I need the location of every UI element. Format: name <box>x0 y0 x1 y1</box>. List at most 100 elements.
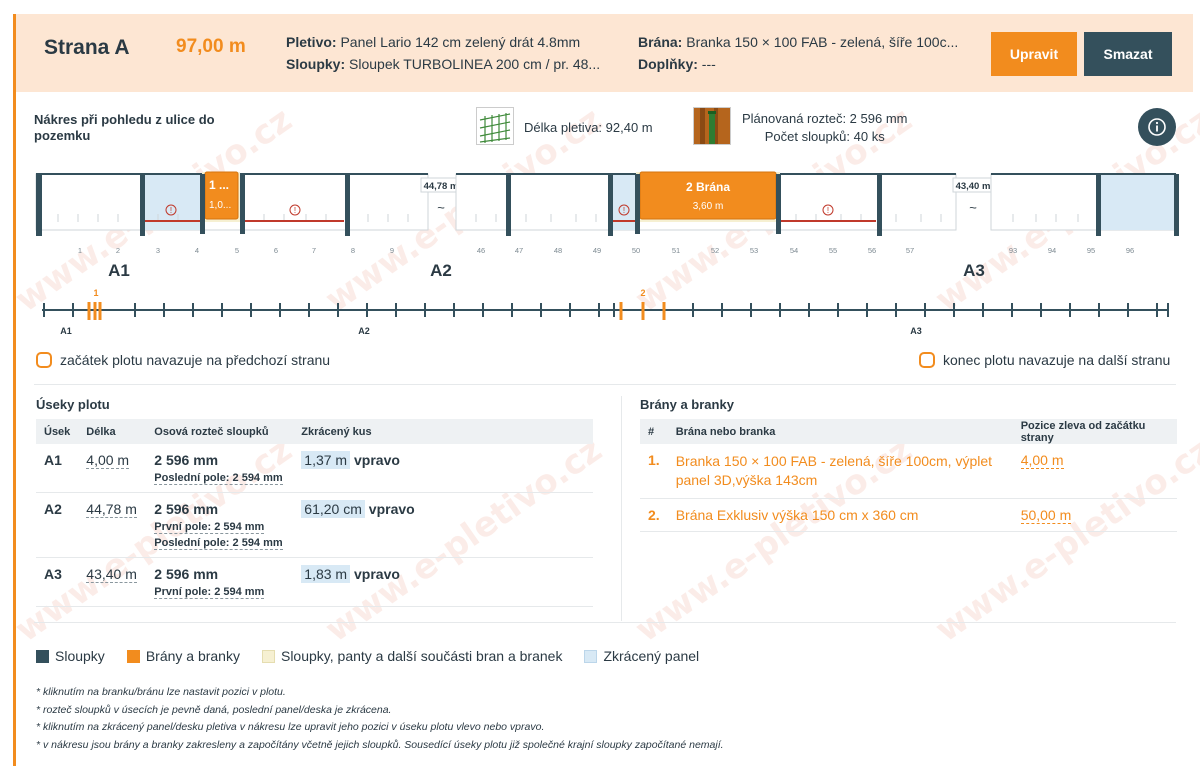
table-row: A2 44,78 m 2 596 mm První pole: 2 594 mm… <box>36 492 593 558</box>
legend-label: Sloupky, panty a další součásti bran a b… <box>280 648 563 664</box>
checkbox-box[interactable] <box>919 352 935 368</box>
mesh-value: Panel Lario 142 cm zelený drát 4.8mm <box>340 34 581 50</box>
warning-mark: ! <box>294 206 296 215</box>
legend-swatch <box>126 649 140 663</box>
section-length[interactable]: 4,00 m <box>86 452 130 469</box>
gate-position[interactable]: 50,00 m <box>1020 507 1072 524</box>
mesh-thumbnail <box>476 107 514 145</box>
post-number: 3 <box>156 246 160 255</box>
post-thumbnail <box>693 107 731 145</box>
col-header: Úsek <box>36 419 79 444</box>
sections-title: Úseky plotu <box>36 397 110 412</box>
material-info: Pletivo: Panel Lario 142 cm zelený drát … <box>286 31 600 75</box>
warning-icon[interactable] <box>289 204 301 216</box>
legend: Sloupky Brány a branky Sloupky, panty a … <box>36 648 699 664</box>
legend-label: Sloupky <box>55 648 105 664</box>
section-spacing: 2 596 mm <box>154 501 219 517</box>
section-spacing: 2 596 mm <box>154 566 219 582</box>
break-1-symbol: ~ <box>437 200 445 215</box>
gate-name[interactable]: Branka 150 × 100 FAB - zelená, šíře 100c… <box>667 444 1013 499</box>
warning-icon[interactable] <box>165 204 177 216</box>
gate-name[interactable]: Brána Exklusiv výška 150 cm x 360 cm <box>667 498 1013 532</box>
fence-section-a1: ! ! 1 ... 1,0... <box>35 171 429 236</box>
posts <box>36 174 350 236</box>
field-note[interactable]: První pole: 2 594 mm <box>154 521 265 534</box>
divider <box>34 384 1176 385</box>
col-header: # <box>640 419 668 444</box>
cut-length[interactable]: 1,37 m <box>301 451 351 469</box>
start-connects-checkbox[interactable]: začátek plotu navazuje na předchozí stra… <box>36 352 330 368</box>
section-id: A2 <box>36 492 79 558</box>
post-icon <box>694 108 730 144</box>
legend-swatch <box>36 649 49 663</box>
field-note[interactable]: První pole: 2 594 mm <box>154 586 265 599</box>
mesh-label: Pletivo: <box>286 34 337 50</box>
gate-name-line: Branka 150 × 100 FAB - zelená, šíře 100c… <box>675 453 993 469</box>
post-number: 48 <box>554 246 562 255</box>
gate-label: Brána: <box>638 34 683 50</box>
post-number: 5 <box>235 246 239 255</box>
end-connects-checkbox[interactable]: konec plotu navazuje na další stranu <box>919 352 1170 368</box>
extras-value: --- <box>701 56 716 72</box>
field-note[interactable]: Poslední pole: 2 594 mm <box>154 537 283 550</box>
gate-name-line: Brána Exklusiv výška 150 cm x 360 cm <box>675 507 919 523</box>
warning-mark: ! <box>827 206 829 215</box>
col-header: Brána nebo branka <box>667 419 1013 444</box>
info-button[interactable] <box>1138 108 1176 146</box>
checkbox-box[interactable] <box>36 352 52 368</box>
post-number: 95 <box>1087 246 1095 255</box>
gate-number: 2. <box>640 498 668 532</box>
post-number: 4 <box>195 246 199 255</box>
drawing-title: Nákres při pohledu z ulice do pozemku <box>34 112 215 144</box>
post-number: 94 <box>1048 246 1056 255</box>
posts-value: Sloupek TURBOLINEA 200 cm / pr. 48... <box>349 56 601 72</box>
section-spacing: 2 596 mm <box>154 452 219 468</box>
warning-icon[interactable] <box>822 204 834 216</box>
post-number: 96 <box>1126 246 1134 255</box>
fence-section-a3 <box>990 173 1179 236</box>
post-stats: Plánovaná rozteč: 2 596 mm Počet sloupků… <box>742 110 907 146</box>
footnote: * v nákresu jsou brány a branky zakresle… <box>36 738 724 751</box>
legend-label: Brány a branky <box>145 648 240 664</box>
edit-button[interactable]: Upravit <box>991 32 1077 76</box>
section-id: A3 <box>36 557 79 607</box>
post-number: 56 <box>868 246 876 255</box>
gate-name-line: panel 3D,výška 143cm <box>675 472 818 488</box>
post-number: 52 <box>711 246 719 255</box>
mini-gate-1-label: 1 <box>93 288 98 298</box>
cut-length[interactable]: 1,83 m <box>301 565 351 583</box>
section-length[interactable]: 44,78 m <box>86 501 137 518</box>
post-number: 6 <box>274 246 278 255</box>
post-number: 53 <box>750 246 758 255</box>
legend-item: Sloupky, panty a další součásti bran a b… <box>261 648 563 664</box>
post-number: 54 <box>790 246 798 255</box>
mini-section-a2: A2 <box>358 326 370 336</box>
break-2-symbol: ~ <box>969 200 977 215</box>
mesh-panel-icon <box>477 108 513 144</box>
field-note[interactable]: Poslední pole: 2 594 mm <box>154 472 283 485</box>
legend-swatch <box>261 649 275 663</box>
drawing-title-line: pozemku <box>34 128 91 143</box>
warning-icon[interactable] <box>618 204 630 216</box>
break-1-label: 44,78 m <box>424 181 459 192</box>
mini-section-a1: A1 <box>60 326 72 336</box>
post-number: 47 <box>515 246 523 255</box>
cut-length[interactable]: 61,20 cm <box>301 500 365 518</box>
gate-position[interactable]: 4,00 m <box>1020 452 1064 469</box>
legend-swatch <box>584 649 598 663</box>
info-icon <box>1148 118 1166 136</box>
delete-button[interactable]: Smazat <box>1084 32 1172 76</box>
col-header: Osová rozteč sloupků <box>146 419 294 444</box>
mini-overview: 1 2 A1 A2 A3 <box>42 288 1169 336</box>
checkbox-label: konec plotu navazuje na další stranu <box>943 352 1171 368</box>
side-name: Strana A <box>44 36 130 59</box>
col-header: Délka <box>78 419 147 444</box>
section-label-a3: A3 <box>963 261 985 280</box>
legend-item: Brány a branky <box>126 648 240 664</box>
section-id: A1 <box>36 444 79 493</box>
section-length[interactable]: 43,40 m <box>86 566 137 583</box>
post-number: 49 <box>593 246 601 255</box>
section-label-a2: A2 <box>430 261 452 280</box>
gate-number: 1. <box>640 444 668 499</box>
post-number: 2 <box>116 246 120 255</box>
